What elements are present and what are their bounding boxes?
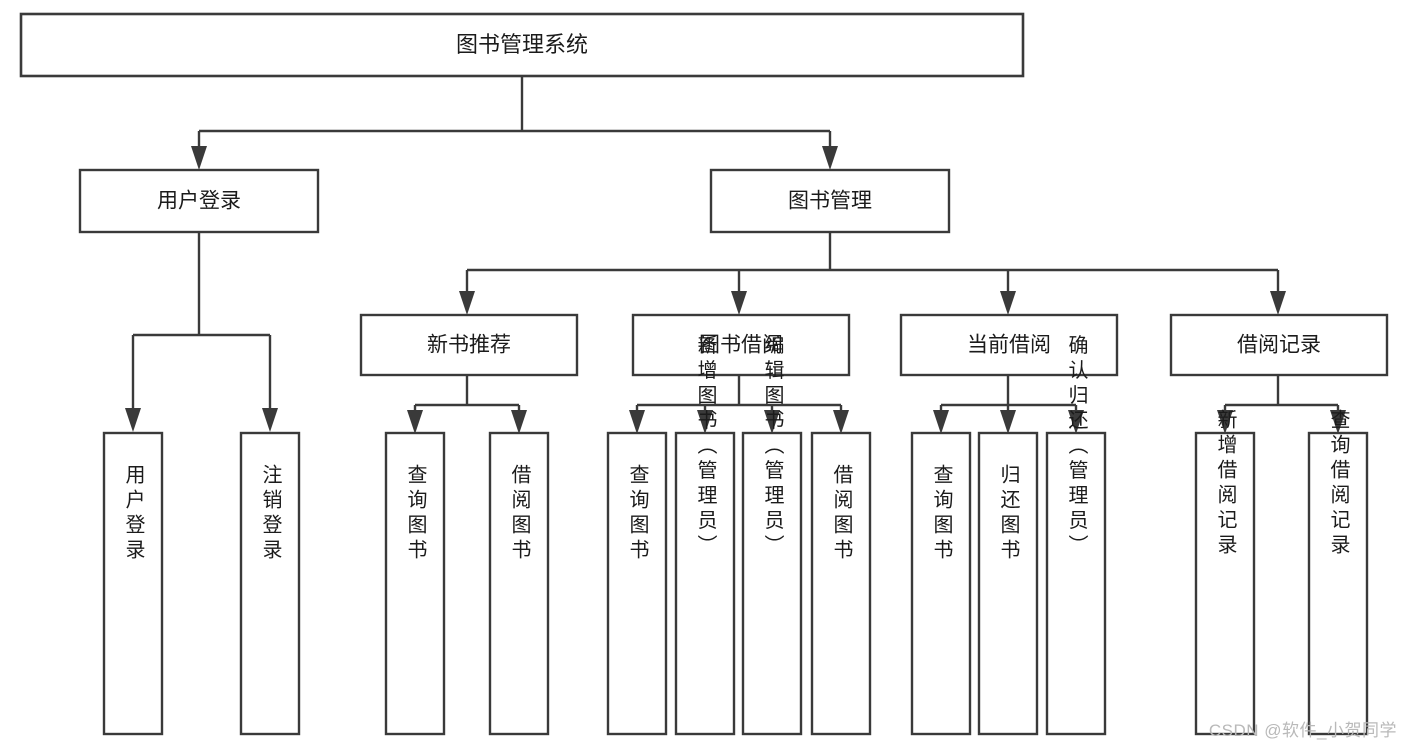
arrowhead-query-book-2 — [629, 410, 645, 434]
arrowhead-leaf-logout — [262, 408, 278, 432]
node-book-manage[interactable]: 图书管理 — [709, 168, 951, 234]
node-book-borrow[interactable]: 图书借阅 — [631, 313, 851, 377]
arrowhead-add-record — [1217, 410, 1233, 434]
leaf-query-book-3-label: 查询图书 — [930, 464, 953, 564]
node-borrow-record[interactable]: 借阅记录 — [1169, 313, 1389, 377]
leaf-query-book-2-box[interactable] — [606, 431, 668, 736]
leaf-return-book-box[interactable] — [977, 431, 1039, 736]
arrowhead-borrow-record — [1270, 291, 1286, 315]
node-book-borrow-label: 图书借阅 — [699, 334, 783, 357]
leaf-add-record-box[interactable] — [1194, 431, 1256, 736]
node-new-book-rec-box[interactable] — [359, 313, 579, 377]
node-user-login-label: 用户登录 — [157, 190, 241, 213]
node-book-manage-box[interactable] — [709, 168, 951, 234]
arrowhead-edit-book — [764, 410, 780, 434]
arrowhead-leaf-user-login — [125, 408, 141, 432]
leaf-borrow-book-2[interactable]: 借阅图书 — [810, 431, 872, 736]
leaf-confirm-return-label: 确认归还（管理员） — [1065, 334, 1088, 559]
node-current-borrow[interactable]: 当前借阅 — [899, 313, 1119, 377]
arrowhead-current-borrow — [1000, 291, 1016, 315]
leaf-borrow-book-1-box[interactable] — [488, 431, 550, 736]
leaf-user-login[interactable]: 用户登录 — [102, 431, 164, 736]
leaf-return-book[interactable]: 归还图书 — [977, 431, 1039, 736]
node-borrow-record-label: 借阅记录 — [1237, 334, 1321, 357]
leaf-query-book-1-label: 查询图书 — [404, 464, 427, 564]
leaf-add-record-label: 新增借阅记录 — [1214, 409, 1237, 559]
leaf-add-book-label: 新增图书（管理员） — [694, 334, 717, 559]
leaf-user-login-label: 用户登录 — [122, 464, 145, 564]
leaf-query-book-3[interactable]: 查询图书 — [910, 431, 972, 736]
arrowhead-book-borrow — [731, 291, 747, 315]
leaf-logout[interactable]: 注销登录 — [239, 431, 301, 736]
node-new-book-rec[interactable]: 新书推荐 — [359, 313, 579, 377]
arrowhead-query-record — [1330, 410, 1346, 434]
node-new-book-rec-label: 新书推荐 — [427, 334, 511, 357]
arrowhead-add-book — [697, 410, 713, 434]
leaf-query-book-2-label: 查询图书 — [626, 464, 649, 564]
node-root[interactable]: 图书管理系统 — [19, 12, 1025, 78]
csdn-watermark: CSDN @软件_小贺同学 — [1208, 721, 1397, 740]
arrowhead-return-book — [1000, 410, 1016, 434]
node-user-login-box[interactable] — [78, 168, 320, 234]
leaf-borrow-book-2-box[interactable] — [810, 431, 872, 736]
leaf-confirm-return-box[interactable] — [1045, 431, 1107, 736]
arrowhead-borrow-book-1 — [511, 410, 527, 434]
leaf-query-record-box[interactable] — [1307, 431, 1369, 736]
leaf-add-book-box[interactable] — [674, 431, 736, 736]
leaf-logout-box[interactable] — [239, 431, 301, 736]
node-user-login[interactable]: 用户登录 — [78, 168, 320, 234]
leaf-confirm-return[interactable]: 确认归还（管理员） — [1045, 334, 1107, 736]
leaf-edit-book[interactable]: 编辑图书（管理员） — [741, 334, 803, 736]
arrowhead-query-book-1 — [407, 410, 423, 434]
leaf-borrow-book-1[interactable]: 借阅图书 — [488, 431, 550, 736]
arrowhead-book-manage — [822, 146, 838, 170]
leaf-logout-label: 注销登录 — [259, 464, 282, 564]
arrowhead-query-book-3 — [933, 410, 949, 434]
arrowhead-borrow-book-2 — [833, 410, 849, 434]
leaf-borrow-book-1-label: 借阅图书 — [508, 464, 531, 564]
node-current-borrow-label: 当前借阅 — [967, 334, 1051, 357]
arrowhead-new-book-rec — [459, 291, 475, 315]
leaf-query-record[interactable]: 查询借阅记录 — [1307, 409, 1369, 736]
leaf-query-book-1[interactable]: 查询图书 — [384, 431, 446, 736]
leaf-edit-book-label: 编辑图书（管理员） — [761, 334, 784, 559]
leaf-add-record[interactable]: 新增借阅记录 — [1194, 409, 1256, 736]
leaf-query-book-2[interactable]: 查询图书 — [606, 431, 668, 736]
connector-layer — [125, 76, 1346, 434]
arrowhead-confirm-return — [1068, 410, 1084, 434]
leaf-query-record-label: 查询借阅记录 — [1327, 409, 1350, 559]
leaf-edit-book-box[interactable] — [741, 431, 803, 736]
node-root-label: 图书管理系统 — [456, 32, 588, 57]
leaf-user-login-box[interactable] — [102, 431, 164, 736]
leaf-return-book-label: 归还图书 — [997, 464, 1020, 564]
leaf-query-book-1-box[interactable] — [384, 431, 446, 736]
node-book-borrow-box[interactable] — [631, 313, 851, 377]
node-current-borrow-box[interactable] — [899, 313, 1119, 377]
arrowhead-user-login — [191, 146, 207, 170]
leaf-borrow-book-2-label: 借阅图书 — [830, 464, 853, 564]
leaf-query-book-3-box[interactable] — [910, 431, 972, 736]
node-book-manage-label: 图书管理 — [788, 190, 872, 213]
node-borrow-record-box[interactable] — [1169, 313, 1389, 377]
node-root-box[interactable] — [19, 12, 1025, 78]
leaf-add-book[interactable]: 新增图书（管理员） — [674, 334, 736, 736]
